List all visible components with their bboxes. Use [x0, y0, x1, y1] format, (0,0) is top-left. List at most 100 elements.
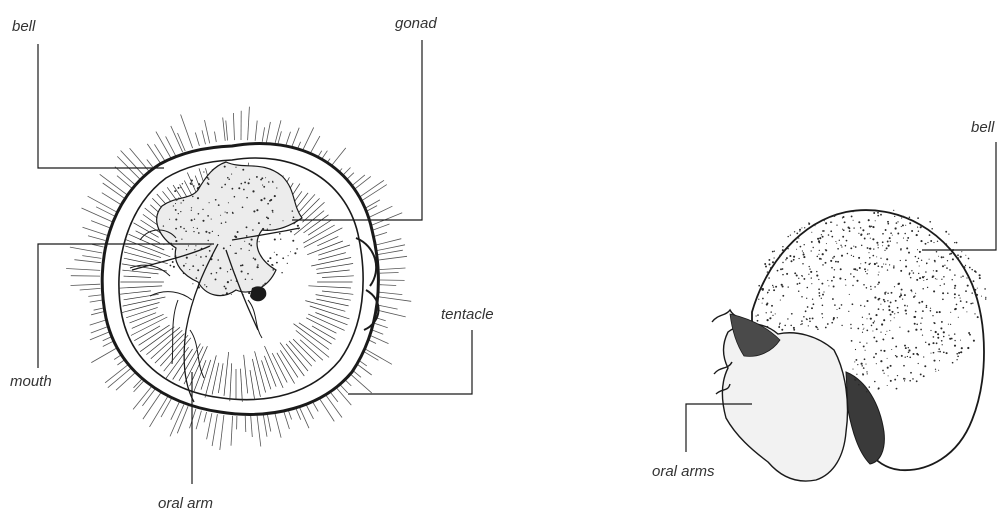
gonad-dot	[238, 187, 240, 189]
gonad-dot	[225, 288, 227, 290]
tentacle-strand	[196, 411, 201, 430]
side-bell-dot	[957, 355, 959, 357]
side-bell-dot	[789, 255, 791, 257]
gonad-dot	[281, 272, 282, 273]
side-bell-dot	[930, 240, 932, 242]
tentacle-strand	[147, 144, 161, 164]
gonad-dot	[202, 264, 204, 266]
gonad-dot	[256, 209, 258, 211]
side-bell-dot	[818, 240, 820, 242]
side-bell-dot	[870, 289, 871, 290]
side-bell-dot	[826, 243, 827, 244]
gonad-dot	[216, 272, 218, 274]
side-bell-dot	[938, 351, 939, 352]
side-bell-dot	[795, 238, 797, 240]
gonad-dot	[242, 264, 244, 266]
gonad-dot	[232, 212, 234, 214]
side-bell-dot	[790, 234, 791, 235]
gonad-dot	[227, 281, 229, 283]
side-bell-dot	[960, 256, 962, 258]
side-bell-dot	[872, 255, 874, 257]
side-bell-dot	[939, 360, 940, 361]
gonad-dot	[242, 206, 244, 208]
side-bell-dot	[868, 252, 869, 253]
tentacle-strand	[70, 247, 102, 253]
side-bell-dot	[767, 319, 769, 321]
side-bell-dot	[930, 310, 932, 312]
side-bell-dot	[897, 312, 898, 313]
side-bell-dot	[796, 274, 798, 276]
side-bell-dot	[819, 237, 821, 239]
gonad-dot	[250, 244, 252, 246]
side-bell-dot	[796, 249, 797, 250]
gonad-dot	[189, 269, 190, 270]
side-bell-dot	[888, 245, 890, 247]
tentacle-strand	[212, 414, 217, 446]
side-bell-dot	[810, 271, 812, 273]
gonad-dot	[180, 226, 182, 228]
gonad-dot	[180, 202, 181, 203]
gonad-dot	[249, 179, 250, 180]
side-bell-dot	[870, 238, 871, 239]
side-bell-dot	[936, 279, 937, 280]
label-oral-arm: oral arm	[158, 496, 213, 511]
side-bell-dot	[854, 268, 856, 270]
side-bell-dot	[925, 243, 927, 245]
side-bell-dot	[905, 259, 907, 261]
side-bell-dot	[937, 333, 939, 335]
side-bell-dot	[918, 258, 919, 259]
side-bell-dot	[839, 307, 841, 309]
side-bell-dot	[836, 309, 837, 310]
side-bell-dot	[817, 328, 819, 330]
tentacle-strand	[170, 405, 184, 437]
side-bell-dot	[843, 229, 845, 231]
side-bell-dot	[782, 295, 784, 297]
label-mouth: mouth	[10, 374, 52, 389]
side-bell-dot	[828, 285, 829, 286]
side-bell-dot	[882, 233, 884, 235]
side-bell-dot	[903, 238, 904, 239]
side-bell-dot	[825, 222, 827, 224]
side-bell-dot	[817, 238, 819, 240]
side-bell-dot	[926, 306, 928, 308]
side-bell-dot	[791, 260, 793, 262]
side-bell-dot	[966, 301, 968, 303]
gonad-dot	[230, 269, 232, 271]
gonad-dot	[264, 283, 266, 285]
side-bell-dot	[762, 298, 764, 300]
side-bell-dot	[946, 352, 948, 354]
gonad-dot	[210, 245, 211, 246]
side-bell-dot	[909, 356, 911, 358]
side-bell-dot	[794, 231, 795, 232]
side-bell-dot	[825, 249, 826, 250]
gonad-dot	[181, 238, 182, 239]
side-bell-dot	[929, 234, 931, 236]
side-bell-dot	[793, 256, 795, 258]
side-bell-dot	[880, 214, 882, 216]
side-bell-dot	[932, 315, 933, 316]
side-bell-dot	[866, 300, 868, 302]
side-bell-dot	[860, 305, 861, 306]
jellyfish-top-view	[66, 107, 411, 450]
side-bell-dot	[857, 364, 858, 365]
side-bell-dot	[766, 303, 768, 305]
side-bell-dot	[943, 336, 945, 338]
tentacle-strand	[83, 227, 107, 235]
gonad-dot	[186, 257, 188, 259]
side-bell-dot	[881, 323, 883, 325]
tentacle-strand	[245, 416, 246, 432]
side-bell-dot	[801, 275, 802, 276]
side-bell-dot	[876, 262, 877, 263]
side-bell-dot	[921, 260, 922, 261]
side-bell-dot	[885, 291, 886, 292]
side-bell-dot	[816, 275, 818, 277]
gonad-dot	[193, 185, 194, 186]
side-bell-dot	[876, 256, 877, 257]
side-bell-dot	[850, 327, 851, 328]
gonad-dot	[215, 278, 217, 280]
tentacle-strand	[248, 107, 250, 141]
gonad-dot	[220, 215, 221, 216]
side-bell-dot	[793, 259, 795, 261]
side-bell-dot	[967, 347, 969, 349]
side-bell-dot	[916, 261, 918, 263]
